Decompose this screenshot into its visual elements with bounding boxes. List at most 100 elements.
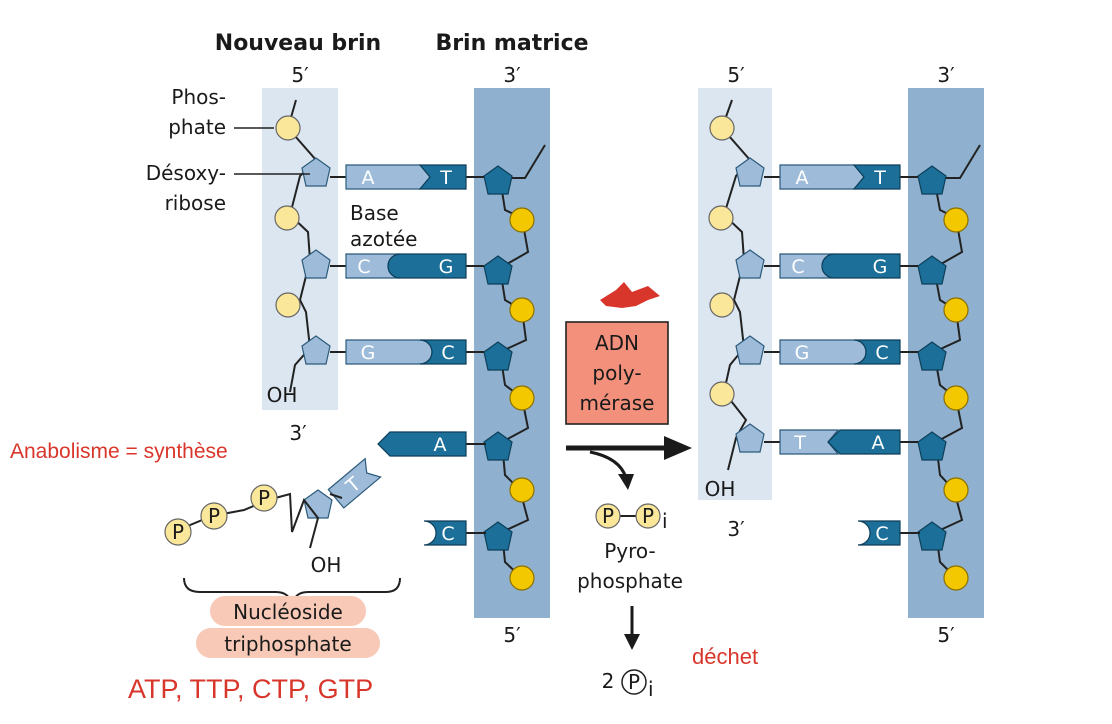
left-base-C [419,339,467,365]
pyro-phosphate-2 [635,503,661,529]
release-arrow-head [618,474,634,490]
triphosphate-label: triphosphate [224,632,351,656]
pyro-label-line2: phosphate [577,569,683,593]
right-base-C [853,339,901,365]
incoming-nucleotide-chain [177,492,320,549]
left-template-phosphate [509,385,535,411]
left-new-sugar [301,335,331,365]
right-template-phosphate [943,565,969,591]
right-new-top-end: 5′ [727,63,745,87]
middle-panel: ADN poly- mérase P P i Pyro- phosphate 2… [565,282,692,701]
right-base-A [827,429,901,455]
incoming-nucleotide-link [329,493,343,499]
right-new-phosphate [709,381,735,407]
left-template-phosphate [509,565,535,591]
left-new-oh: OH [267,383,298,407]
right-pair-1-new: A [796,167,809,189]
deoxyribose-label-line2: ribose [165,191,226,215]
left-template-strand-title: Brin matrice [435,31,588,56]
left-template-base-C [423,520,467,546]
product-coefficient: 2 [602,669,615,693]
left-new-strand-title: Nouveau brin [215,31,381,56]
waste-annotation: déchet [692,644,758,669]
right-pair-3-template: C [875,342,888,364]
right-template-phosphate [943,207,969,233]
right-template-phosphate [943,385,969,411]
left-template-sugar [483,341,513,371]
left-base-G [345,339,433,365]
right-template-sugar [917,255,947,285]
right-new-phosphate [709,292,735,318]
annotations: Anabolisme = synthèse ATP, TTP, CTP, GTP… [10,440,758,704]
right-pair-1-template: T [873,167,886,189]
right-new-sugar [735,423,765,453]
right-base-G [779,339,867,365]
pyro-p1-label: P [602,504,614,528]
left-template-phosphate [509,207,535,233]
right-template-sugar [917,165,947,195]
right-template-base-C [857,520,901,546]
right-pair-2-template: G [873,256,888,278]
reaction-arrow-head [664,436,692,460]
anabolism-annotation: Anabolisme = synthèse [10,440,228,463]
left-new-sugar [301,157,331,187]
right-template-top-end: 3′ [937,63,955,87]
left-pair-2-template: G [439,256,454,278]
pyro-phosphate-1 [595,503,621,529]
right-base-A [779,164,865,190]
product-symbol: P [628,670,640,694]
enzyme-line-2: poly- [592,361,641,385]
pyro-p2-label: P [642,504,654,528]
right-pair-3-new: G [795,342,810,364]
right-template-sugar [917,521,947,551]
incoming-phosphate-label: P [208,504,220,528]
left-template-sugar [483,165,513,195]
red-scribble [600,282,660,308]
right-pair-2-new: C [791,256,804,278]
base-label-line2: azotée [350,227,417,251]
enzyme-box [565,321,669,425]
right-panel: 5′ 3′ OH 3′ A T C G [698,63,984,647]
incoming-phosphate [250,484,278,512]
left-panel: Nouveau brin Brin matrice 5′ 3′ OH A T [146,31,589,658]
hydrolysis-arrow-head [624,634,640,650]
right-template-sugar [917,341,947,371]
right-new-sugar [735,157,765,187]
incoming-nucleotide-base: T [327,457,382,509]
right-new-phosphate [708,205,734,231]
left-new-phosphate [275,292,301,318]
right-new-sugar [735,249,765,279]
right-new-oh: OH [705,477,736,501]
pyro-label-line1: Pyro- [604,539,656,563]
left-template-phosphate [509,297,535,323]
left-base-T [418,164,467,190]
right-pair-4-template: A [872,432,885,454]
left-new-phosphate [274,205,300,231]
right-base-G [821,253,901,279]
left-template-phosphate [509,477,535,503]
enzyme-line-1: ADN [595,331,639,355]
left-unpaired-template-base: C [441,523,454,545]
enzyme-line-3: mérase [580,391,655,415]
right-template-phosphate [943,297,969,323]
triphosphate-highlight [196,628,380,658]
incoming-phosphate [200,502,228,530]
left-new-sugar [301,249,331,279]
left-pair-2-new: C [357,256,370,278]
left-new-top-end: 5′ [291,63,309,87]
right-new-phosphate [709,115,735,141]
left-template-sugar [483,521,513,551]
incoming-phosphate-label: P [172,520,184,544]
left-template-sugar [483,431,513,461]
nucleoside-label: Nucléoside [233,600,343,624]
right-base-T [779,429,840,455]
left-base-A [345,164,431,190]
left-pair-1-new: A [362,167,375,189]
base-label-line1: Base [350,201,399,225]
left-new-phosphate [275,115,301,141]
right-new-sugar [735,335,765,365]
incoming-oh: OH [311,553,342,577]
left-base-G [387,253,467,279]
right-base-T [852,164,901,190]
